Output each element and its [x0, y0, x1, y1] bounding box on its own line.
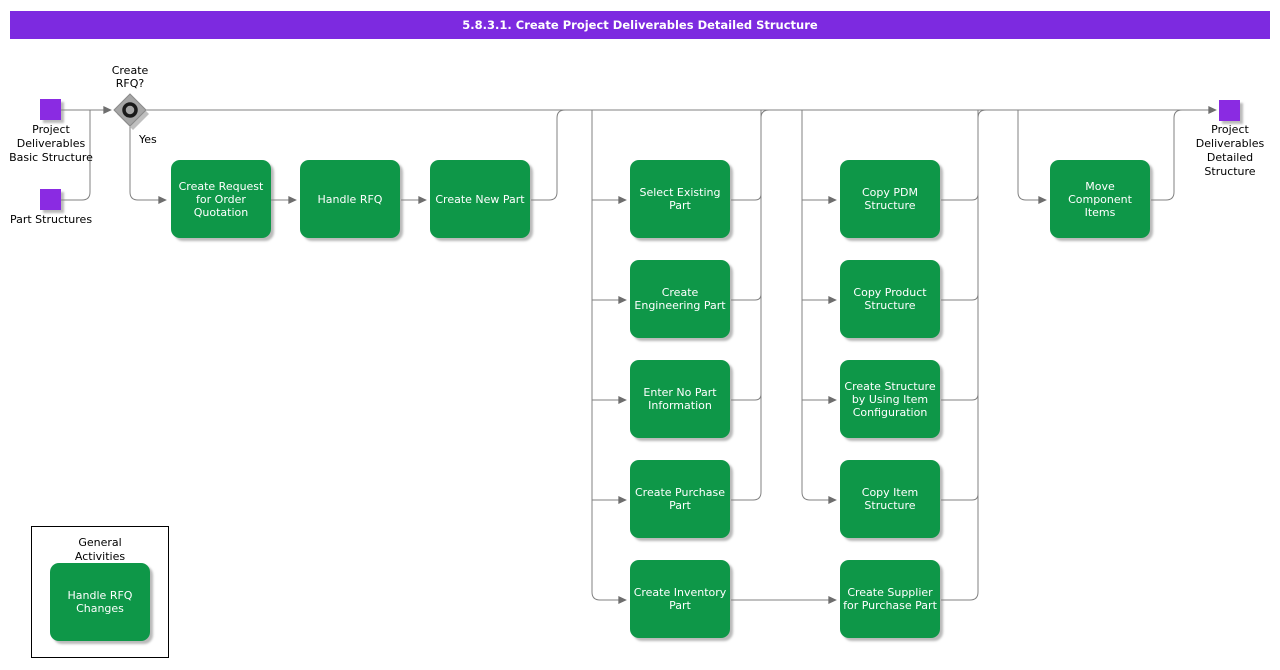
gateway-yes-label: Yes — [139, 133, 157, 146]
task-handle-rfq[interactable]: Handle RFQ — [300, 160, 400, 238]
task-label: Create Request for Order Quotation — [178, 179, 264, 219]
gateway-question-label: Create RFQ? — [111, 64, 149, 90]
task-label: Handle RFQ Changes — [67, 589, 133, 615]
gateway-create-rfq[interactable] — [113, 93, 149, 130]
start-event-label: Project Deliverables Basic Structure — [9, 123, 93, 164]
connector — [129, 126, 167, 204]
task-copy-pdm-structure[interactable]: Copy PDM Structure — [840, 160, 940, 238]
connector — [731, 109, 770, 501]
task-copy-product-structure[interactable]: Copy Product Structure — [840, 260, 940, 338]
task-select-existing-part[interactable]: Select Existing Part — [630, 160, 730, 238]
connectors — [61, 106, 1217, 604]
connector — [531, 109, 566, 201]
start-event-label: Part Structures — [9, 213, 93, 226]
task-create-request-for-order-quotation[interactable]: Create Request for Order Quotation — [171, 160, 271, 238]
task-label: Create Engineering Part — [634, 286, 726, 312]
connector — [941, 110, 979, 501]
task-label: Handle RFQ — [317, 192, 383, 206]
connector — [731, 110, 762, 201]
task-label: Create Structure by Using Item Configura… — [844, 379, 936, 419]
start-event-project-deliverables-basic-structure[interactable] — [40, 99, 61, 120]
task-label: Create Inventory Part — [633, 586, 727, 612]
connector — [591, 110, 627, 604]
connector — [941, 110, 979, 401]
end-event-label: Project Deliverables Detailed Structure — [1195, 123, 1265, 178]
task-label: Move Component Items — [1068, 179, 1132, 219]
connector — [731, 110, 762, 301]
task-move-component-items[interactable]: Move Component Items — [1050, 160, 1150, 238]
task-create-structure-by-using-item-configuration[interactable]: Create Structure by Using Item Configura… — [840, 360, 940, 438]
connector — [61, 110, 91, 201]
task-label: Create Purchase Part — [635, 486, 725, 512]
connector — [801, 110, 837, 504]
task-copy-item-structure[interactable]: Copy Item Structure — [840, 460, 940, 538]
task-create-new-part[interactable]: Create New Part — [430, 160, 530, 238]
connector — [1151, 109, 1183, 201]
task-label: Copy PDM Structure — [862, 186, 918, 212]
task-label: Create Supplier for Purchase Part — [843, 586, 937, 612]
task-label: Copy Product Structure — [853, 286, 927, 312]
end-event-project-deliverables-detailed-structure[interactable] — [1219, 100, 1240, 121]
start-event-part-structures[interactable] — [40, 189, 61, 210]
connector — [941, 110, 979, 301]
task-label: Enter No Part Information — [643, 386, 717, 412]
connector — [941, 110, 979, 201]
legend-general-activities: General Activities Handle RFQ Changes — [31, 526, 169, 658]
task-label: Select Existing Part — [639, 186, 721, 212]
task-create-inventory-part[interactable]: Create Inventory Part — [630, 560, 730, 638]
connector — [731, 110, 762, 401]
task-label: Create New Part — [435, 192, 525, 206]
task-label: Copy Item Structure — [861, 486, 919, 512]
task-handle-rfq-changes[interactable]: Handle RFQ Changes — [50, 563, 150, 641]
diagram-title-bar: 5.8.3.1. Create Project Deliverables Det… — [10, 11, 1270, 39]
task-create-engineering-part[interactable]: Create Engineering Part — [630, 260, 730, 338]
gateway-circle-icon — [122, 102, 138, 118]
task-enter-no-part-information[interactable]: Enter No Part Information — [630, 360, 730, 438]
connector — [941, 109, 987, 601]
task-create-supplier-for-purchase-part[interactable]: Create Supplier for Purchase Part — [840, 560, 940, 638]
legend-title: General Activities — [74, 536, 126, 563]
connector — [1017, 110, 1047, 204]
task-create-purchase-part[interactable]: Create Purchase Part — [630, 460, 730, 538]
